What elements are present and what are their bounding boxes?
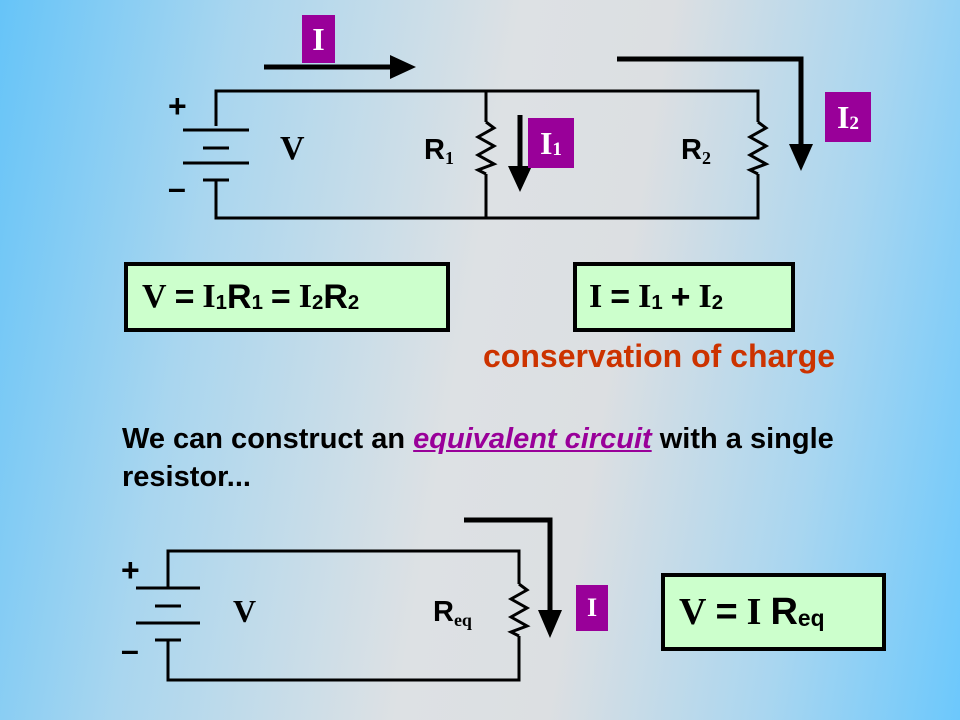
ceq-i2: I	[698, 278, 712, 315]
statement-before: We can construct an	[122, 423, 414, 455]
r2-label-sub: 2	[701, 148, 711, 169]
current-label-total: I	[302, 15, 335, 63]
req-eq-r: R	[770, 590, 798, 633]
statement-after: with a single resistor...	[122, 423, 834, 493]
r2-resistor-symbol	[746, 120, 770, 176]
current-label-i1-sub: 1	[552, 138, 563, 160]
eq-i2: I	[298, 278, 312, 315]
eq-v: V	[142, 278, 167, 315]
ceq-plus: +	[670, 277, 691, 316]
battery-plus-sign: +	[168, 88, 187, 124]
bottom-current-label: I	[576, 585, 608, 631]
eq-i1-sub: 1	[215, 291, 227, 314]
r1-resistor-symbol	[474, 120, 498, 176]
current-arrow-bottom	[464, 517, 562, 638]
req-resistor-symbol	[507, 582, 531, 638]
ceq-i: I	[589, 278, 603, 315]
req-label-sub: eq	[453, 610, 472, 631]
eq-r2: R	[323, 277, 348, 316]
top-battery	[183, 128, 249, 182]
current-label-i1-base: I	[539, 124, 553, 161]
current-arrow-i1	[508, 115, 532, 192]
eq-equals-1: =	[174, 277, 195, 316]
r2-label: R2	[681, 134, 711, 169]
r1-label-base: R	[424, 134, 445, 166]
bottom-circuit-wires	[166, 549, 521, 682]
current-arrow-total	[264, 55, 416, 79]
r1-label-sub: 1	[444, 148, 454, 169]
bottom-battery	[136, 586, 200, 642]
r2-label-base: R	[681, 134, 702, 166]
equivalent-circuit-link[interactable]: equivalent circuit	[413, 423, 652, 455]
eq-i1: I	[202, 278, 216, 315]
voltage-label: V	[280, 130, 305, 167]
req-eq-r-sub: eq	[797, 605, 825, 632]
battery-minus-sign: –	[168, 170, 186, 206]
eq-equals-2: =	[270, 277, 291, 316]
equivalent-circuit-statement: We can construct an equivalent circuit w…	[122, 420, 922, 496]
current-arrow-i2	[617, 56, 813, 171]
bottom-voltage-label: V	[233, 593, 257, 629]
eq-r2-sub: 2	[347, 291, 360, 314]
eq-r1-sub: 1	[251, 291, 263, 314]
req-label-base: R	[433, 596, 454, 628]
bottom-battery-plus-sign: +	[121, 552, 140, 588]
current-label-i2-sub: 2	[849, 112, 860, 134]
req-eq-i: I	[746, 591, 762, 633]
bottom-battery-minus-sign: –	[121, 632, 139, 668]
top-circuit-wires	[214, 89, 760, 220]
ceq-i2-sub: 2	[711, 291, 724, 314]
ceq-i1: I	[638, 278, 652, 315]
eq-i2-sub: 2	[312, 291, 324, 314]
req-label: Req	[433, 596, 472, 631]
ceq-i1-sub: 1	[651, 291, 663, 314]
req-eq-v: V	[679, 591, 707, 633]
ceq-equals: =	[610, 277, 631, 316]
req-eq-equals: =	[715, 590, 738, 633]
conservation-note: conservation of charge	[483, 338, 836, 374]
eq-r1: R	[227, 277, 252, 316]
r1-label: R1	[424, 134, 454, 169]
current-label-i2-base: I	[836, 98, 850, 135]
